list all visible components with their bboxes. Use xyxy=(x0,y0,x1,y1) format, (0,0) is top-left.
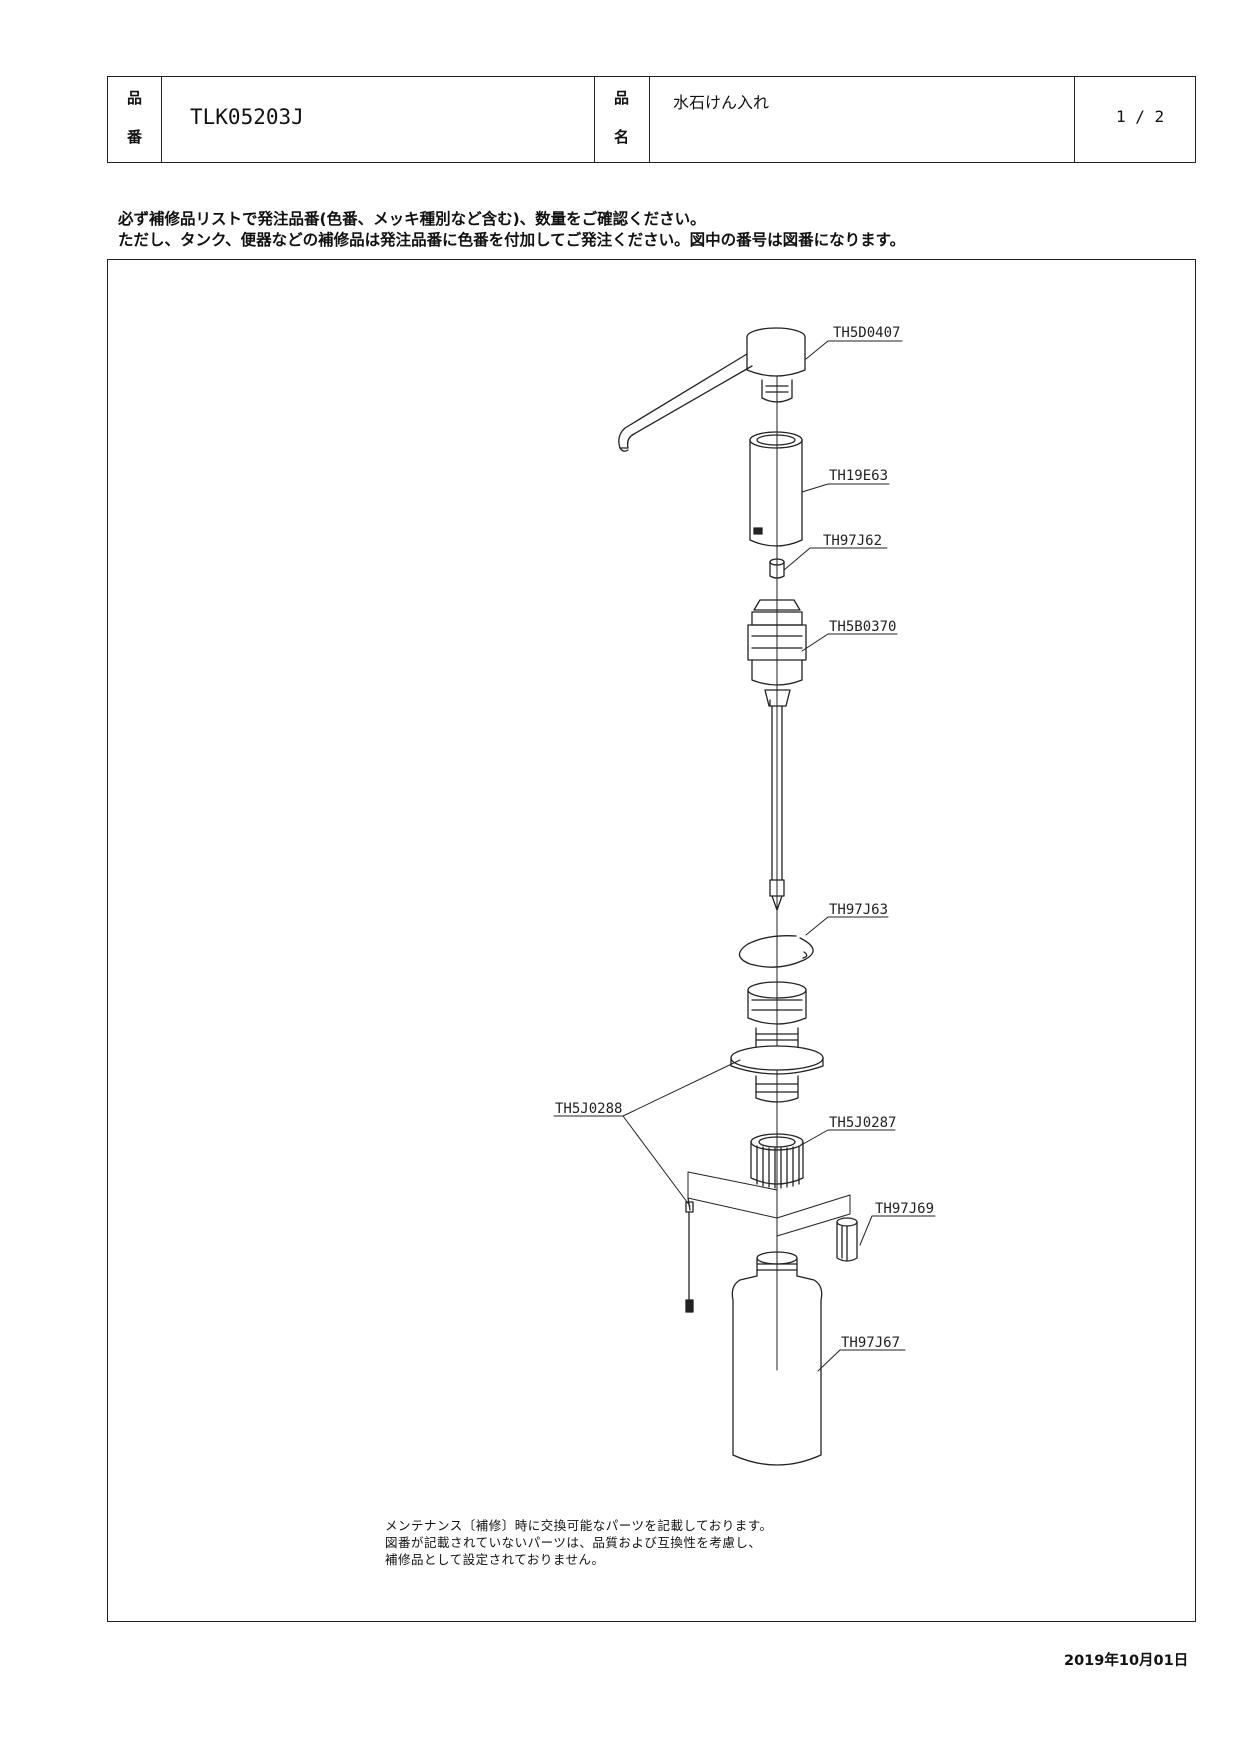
cartridge-part xyxy=(836,1217,858,1262)
product-name: 水石けん入れ xyxy=(673,93,770,112)
label-TH97J62: TH97J62 xyxy=(823,533,882,549)
leader-lines xyxy=(553,340,936,1372)
label-TH97J63: TH97J63 xyxy=(829,902,888,918)
label-TH5J0288: TH5J0288 xyxy=(555,1101,622,1117)
label-TH19E63: TH19E63 xyxy=(829,468,888,484)
label-TH5D0407: TH5D0407 xyxy=(833,325,900,341)
retaining-ring-part xyxy=(738,935,814,968)
divider xyxy=(594,77,595,162)
nut-part xyxy=(750,1133,804,1189)
threaded-mount-part xyxy=(730,981,824,1103)
name-caption-2: 名 xyxy=(614,128,630,146)
label-TH97J67: TH97J67 xyxy=(841,1335,900,1351)
chain-part xyxy=(685,1197,694,1313)
notice-line-1: 必ず補修品リストで発注品番(色番、メッキ種別など含む)、数量をご確認ください。 xyxy=(118,210,706,228)
divider xyxy=(649,77,650,162)
label-TH5J0287: TH5J0287 xyxy=(829,1115,896,1131)
notice-line-2: ただし、タンク、便器などの補修品は発注品番に色番を付加してご発注ください。図中の… xyxy=(118,231,906,249)
part-no-caption-2: 番 xyxy=(127,128,143,146)
maintenance-note-line-1: メンテナンス〔補修〕時に交換可能なパーツを記載しております。 xyxy=(385,1518,773,1533)
divider xyxy=(161,77,162,162)
pump-body-part xyxy=(747,599,807,911)
divider xyxy=(1074,77,1075,162)
drawing-frame xyxy=(107,259,1196,1622)
label-TH5B0370: TH5B0370 xyxy=(829,619,896,635)
maintenance-note-line-3: 補修品として設定されておりません。 xyxy=(385,1552,605,1567)
bottle-part xyxy=(731,1251,823,1466)
title-block: 品 番 TLK05203J 品 名 水石けん入れ 1 / 2 xyxy=(107,76,1196,163)
part-number: TLK05203J xyxy=(190,105,304,129)
cylinder-part xyxy=(749,431,803,547)
issue-date: 2019年10月01日 xyxy=(1064,1653,1189,1669)
maintenance-note-line-2: 図番が記載されていないパーツは、品質および互換性を考慮し、 xyxy=(385,1535,762,1550)
page-number: 1 / 2 xyxy=(1116,107,1165,126)
label-TH97J69: TH97J69 xyxy=(875,1201,934,1217)
assembly-guide-lines xyxy=(687,1171,851,1237)
plug-part xyxy=(769,558,785,579)
part-no-caption-1: 品 xyxy=(127,89,143,107)
pump-head-part xyxy=(618,327,806,452)
name-caption-1: 品 xyxy=(614,89,630,107)
